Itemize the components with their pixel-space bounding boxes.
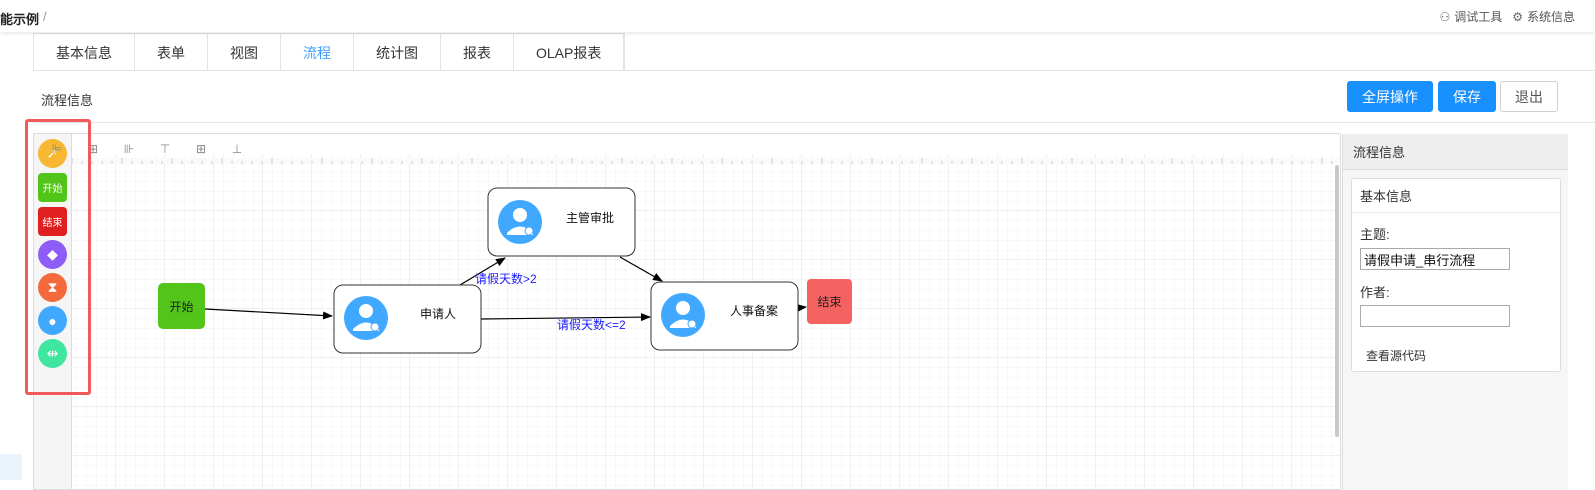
start-node-tool[interactable]: 开始 [37, 172, 68, 203]
applicant-label: 申请人 [420, 307, 456, 321]
fullscreen-button[interactable]: 全屏操作 [1347, 81, 1433, 112]
parallel-node-icon-shape: ⇹ [38, 339, 67, 368]
parallel-node-icon[interactable]: ⇹ [37, 338, 68, 369]
user-task-icon-shape: ● [38, 306, 67, 335]
canvas-scrollbar[interactable] [1335, 165, 1339, 437]
system-info-label: 系统信息 [1526, 10, 1575, 24]
user-icon [343, 295, 389, 341]
flow-editor: ➚开始结束◆⧗●⇹ [33, 133, 1341, 490]
save-button[interactable]: 保存 [1438, 81, 1496, 112]
timer-node-icon-shape: ⧗ [38, 273, 67, 302]
edge-applicant-to-manager[interactable] [459, 257, 506, 286]
decision-diamond-icon-shape: ◆ [38, 240, 67, 269]
tab-6[interactable]: OLAP报表 [514, 34, 625, 71]
node-palette: ➚ 开始结束 ◆ ⧗ ● ⇹ [34, 134, 72, 489]
breadcrumb-separator: / [43, 9, 47, 24]
manager-approval-node[interactable]: 主管审批 [487, 187, 636, 257]
debug-tool-label: 调试工具 [1454, 10, 1503, 24]
left-nav-selected-item[interactable] [0, 454, 22, 480]
author-label: 作者: [1360, 285, 1390, 300]
subject-label: 主题: [1360, 227, 1390, 242]
tab-4[interactable]: 统计图 [354, 34, 441, 71]
end-node-tool[interactable]: 结束 [37, 206, 68, 237]
user-task-icon[interactable]: ● [37, 305, 68, 336]
tab-3[interactable]: 流程 [281, 34, 354, 71]
bug-icon: ⚇ [1439, 9, 1451, 24]
transition-arrow-icon-shape: ➚ [38, 139, 67, 168]
edge-applicant-to-hr[interactable] [480, 313, 651, 322]
tab-0[interactable]: 基本信息 [34, 34, 135, 71]
end-node[interactable]: 结束 [807, 279, 852, 324]
edge-start-to-applicant[interactable] [204, 308, 333, 320]
decision-diamond-icon[interactable]: ◆ [37, 239, 68, 270]
applicant-task-node[interactable]: 申请人 [333, 284, 482, 354]
manager-label: 主管审批 [566, 210, 614, 225]
end-node-label: 结束 [817, 295, 841, 309]
start-node-label: 开始 [169, 300, 193, 314]
align-top-icon[interactable]: ⊤ [159, 142, 171, 156]
user-icon [497, 199, 543, 245]
view-source-link[interactable]: 查看源代码 [1366, 349, 1427, 363]
tab-2[interactable]: 视图 [208, 34, 281, 71]
align-bottom-icon[interactable]: ⊥ [231, 142, 243, 156]
hr-label: 人事备案 [730, 303, 778, 318]
tab-5[interactable]: 报表 [441, 34, 514, 71]
condition-label-le[interactable]: 请假天数<=2 [557, 317, 626, 332]
properties-panel: 流程信息 基本信息 主题: 作者: 查看源代码 [1342, 134, 1568, 490]
align-right-icon[interactable]: ⊪ [123, 142, 135, 156]
exit-button[interactable]: 退出 [1500, 81, 1558, 112]
section-divider [33, 122, 1595, 123]
timer-node-icon[interactable]: ⧗ [37, 272, 68, 303]
breadcrumb[interactable]: 能示例 [0, 12, 40, 27]
debug-tool-button[interactable]: ⚇ 调试工具 [1439, 8, 1502, 25]
canvas-ruler [72, 158, 1340, 164]
left-nav-strip [0, 32, 22, 490]
section-title: 流程信息 [41, 93, 94, 108]
tab-1[interactable]: 表单 [135, 34, 208, 71]
top-right-tools: ⚇ 调试工具 ⚙ 系统信息 [1439, 8, 1575, 25]
flow-canvas[interactable]: 请假天数>2 请假天数<=2 开始 申请人 主管审批 [71, 134, 1341, 490]
user-icon [660, 292, 706, 338]
subject-input[interactable] [1360, 248, 1510, 270]
basic-info-box: 基本信息 主题: 作者: 查看源代码 [1351, 178, 1561, 372]
edge-manager-to-hr[interactable] [619, 256, 663, 282]
align-toolbar: ⊫ ⊞ ⊪ ⊤ ⊞ ⊥ [50, 142, 244, 156]
tab-divider [33, 70, 1595, 71]
top-bar: 能示例 / ⚇ 调试工具 ⚙ 系统信息 [0, 0, 1595, 32]
gear-icon: ⚙ [1512, 9, 1523, 24]
hr-record-node[interactable]: 人事备案 [650, 281, 799, 351]
basic-info-title: 基本信息 [1352, 179, 1560, 213]
align-left-icon[interactable]: ⊫ [51, 142, 63, 156]
properties-panel-title: 流程信息 [1343, 134, 1568, 170]
ruler-ticks [71, 158, 1333, 164]
system-info-button[interactable]: ⚙ 系统信息 [1512, 8, 1575, 25]
flow-diagram-svg[interactable]: 请假天数>2 请假天数<=2 开始 申请人 主管审批 [71, 134, 1341, 490]
transition-arrow-icon[interactable]: ➚ [37, 138, 68, 169]
start-node-tool-shape: 开始 [38, 173, 67, 202]
align-middle-icon[interactable]: ⊞ [195, 142, 207, 156]
start-node[interactable]: 开始 [158, 283, 205, 329]
align-center-icon[interactable]: ⊞ [87, 142, 99, 156]
author-input[interactable] [1360, 305, 1510, 327]
end-node-tool-shape: 结束 [38, 207, 67, 236]
condition-label-gt[interactable]: 请假天数>2 [475, 271, 537, 286]
